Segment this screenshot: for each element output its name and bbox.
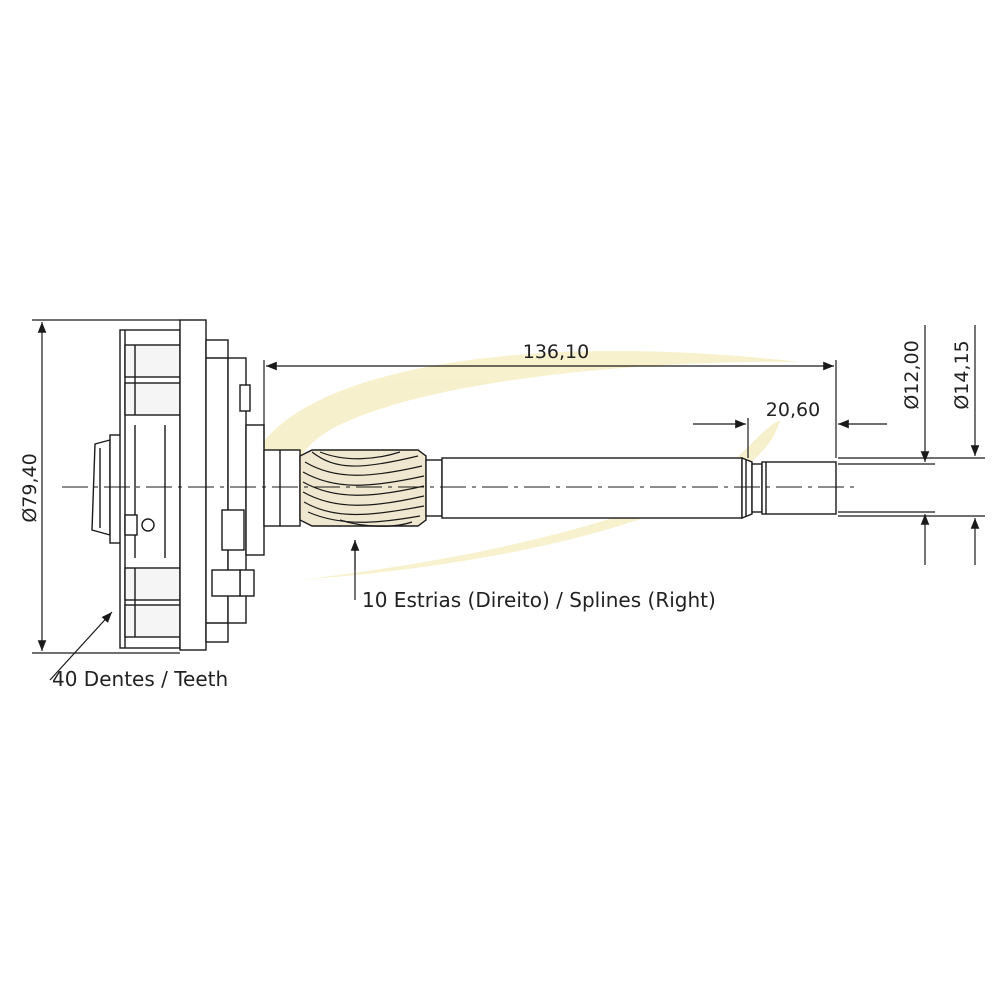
dimension-shaft-end-length: 20,60 xyxy=(766,399,820,421)
shaft xyxy=(425,456,837,520)
dimension-overall-length: 136,10 xyxy=(523,341,589,363)
splines-note: 10 Estrias (Direito) / Splines (Right) xyxy=(362,588,716,612)
dimension-shaft-diameter-b: Ø14,15 xyxy=(951,340,973,409)
dimension-lines xyxy=(32,319,985,681)
pinion-gear-disk xyxy=(119,329,181,649)
hub-collar xyxy=(263,449,301,527)
flange xyxy=(179,319,265,651)
teeth-note: 40 Dentes / Teeth xyxy=(52,667,228,691)
spline-section xyxy=(299,449,427,527)
left-hub xyxy=(91,434,125,544)
dimension-outer-diameter: Ø79,40 xyxy=(19,453,41,522)
starter-drive-part xyxy=(91,319,837,651)
dimension-shaft-diameter-a: Ø12,00 xyxy=(901,340,923,409)
